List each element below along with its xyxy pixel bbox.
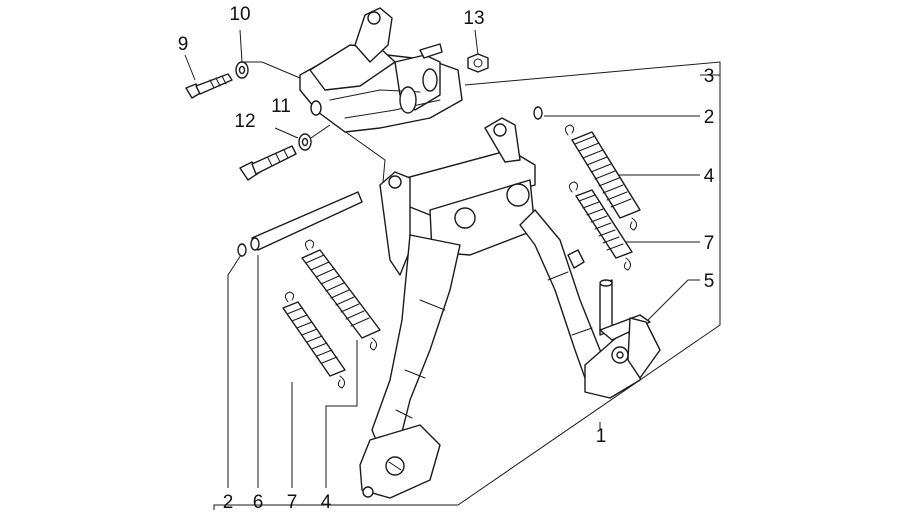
clip-part-2-right (533, 106, 543, 120)
leader-lines (184, 29, 721, 510)
spring-part-4-left (301, 239, 381, 351)
callout-7-right: 7 (704, 233, 715, 254)
nut-part-13 (467, 53, 489, 73)
callout-3: 3 (704, 66, 715, 87)
callout-labels: 1 2 2 3 4 4 5 6 7 7 9 10 11 12 13 (178, 4, 715, 513)
lever-part-5 (599, 279, 661, 379)
washer-part-11 (298, 133, 312, 151)
callout-4-bottom: 4 (321, 492, 332, 513)
callout-13: 13 (463, 8, 484, 29)
callout-5: 5 (704, 271, 715, 292)
spring-part-7-left (282, 291, 346, 389)
upper-bracket-part-3 (299, 7, 463, 133)
bolt-part-9 (185, 73, 233, 99)
callout-2-bottom: 2 (223, 492, 234, 513)
callout-7-bottom: 7 (287, 492, 298, 513)
centre-stand-part-1 (359, 117, 646, 499)
bolt-part-12 (239, 145, 297, 181)
callout-2-right: 2 (704, 107, 715, 128)
callout-1: 1 (596, 426, 607, 447)
clip-part-2-left (237, 243, 247, 257)
callout-10: 10 (229, 4, 250, 25)
washer-part-10 (235, 61, 249, 79)
callout-11: 11 (271, 96, 291, 117)
callout-6: 6 (253, 492, 264, 513)
callout-4-right: 4 (704, 166, 715, 187)
callout-12: 12 (234, 111, 255, 132)
callout-9: 9 (178, 34, 189, 55)
pin-part-6 (250, 191, 363, 251)
spring-part-4-right (564, 124, 641, 231)
spring-part-7-right (568, 181, 633, 271)
